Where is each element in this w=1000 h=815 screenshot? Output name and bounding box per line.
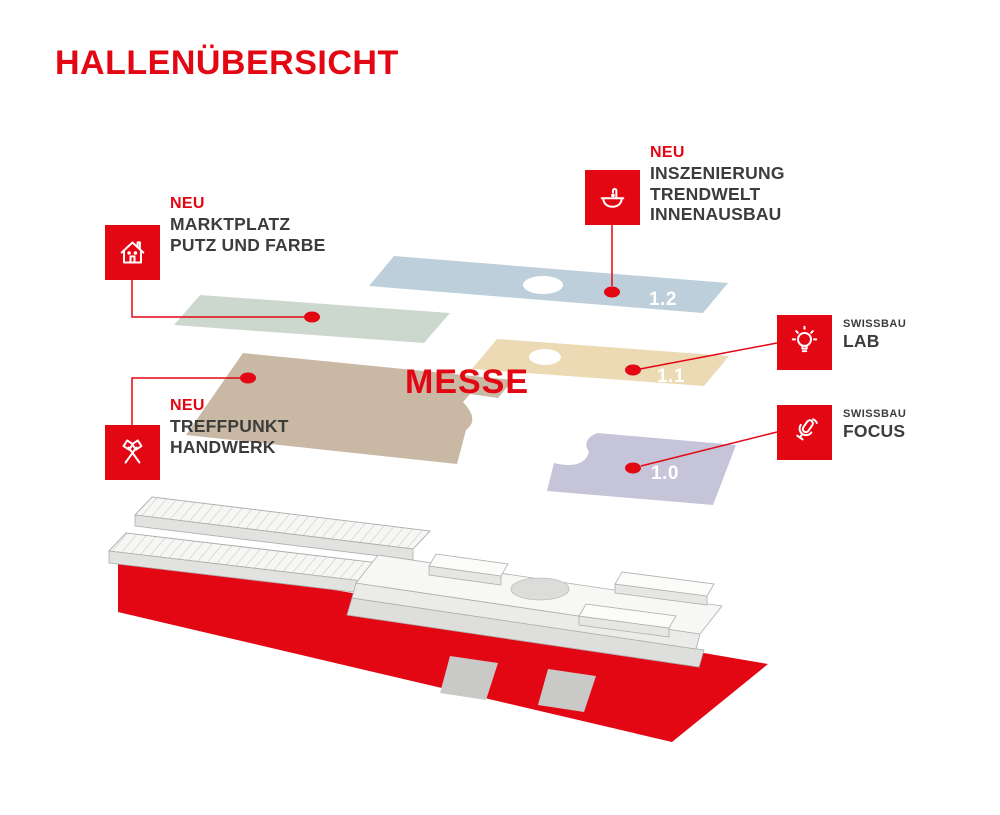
floor-label-1-0: 1.0 [651, 463, 679, 484]
callout-tag: SWISSBAU [843, 408, 907, 420]
house-facade-icon [120, 241, 145, 264]
building-leg-1 [440, 656, 498, 700]
callout-line: FOCUS [843, 421, 906, 441]
focus-icon-box [777, 405, 832, 460]
microphone-icon [796, 418, 818, 441]
callout-line: INSZENIERUNG [650, 163, 785, 183]
crossed-hammers-icon [122, 439, 143, 464]
connector-treffpunkt [131, 377, 240, 425]
building-roofbox-2-top [614, 571, 715, 597]
callout-lab: SWISSBAU LAB [843, 317, 906, 352]
building-courtyard-hole [510, 577, 570, 601]
callout-line: LAB [843, 331, 880, 351]
page-title: HALLENÜBERSICHT [55, 44, 399, 82]
treffpunkt-icon-box [105, 425, 160, 480]
floor-label-1-1: 1.1 [657, 366, 685, 387]
building-roofbox-1-top [428, 553, 509, 577]
location-dot-marktplatz [304, 311, 320, 323]
messe-label: MESSE [405, 363, 530, 401]
connector-lab [639, 342, 778, 370]
lightbulb-icon [791, 325, 818, 353]
marktplatz-icon-box [105, 225, 160, 280]
floor-1-2-courtyard-hole [523, 276, 563, 294]
callout-tag: SWISSBAU [843, 318, 907, 330]
callout-tag: NEU [170, 195, 205, 212]
callout-inszenierung: NEU INSZENIERUNG TRENDWELT INNENAUSBAU [650, 143, 785, 225]
callout-line: TRENDWELT [650, 183, 761, 204]
callout-treffpunkt: NEU TREFFPUNKT HANDWERK [170, 396, 289, 457]
location-dot-inszenierung [604, 286, 620, 298]
connector-focus [640, 431, 778, 467]
callout-line: TREFFPUNKT [170, 416, 289, 436]
lab-icon-box [777, 315, 832, 370]
floor-1-1-courtyard-hole [529, 349, 561, 365]
connector-marktplatz [131, 280, 304, 318]
callout-line: MARKTPLATZ [170, 214, 291, 234]
inszenierung-icon-box [585, 170, 640, 225]
callout-marktplatz: NEU MARKTPLATZ PUTZ UND FARBE [170, 194, 325, 255]
callout-line: HANDWERK [170, 436, 276, 457]
building-leg-2 [538, 669, 596, 712]
callout-tag: NEU [170, 397, 205, 414]
location-dot-focus [625, 462, 641, 474]
washbasin-icon [600, 187, 625, 208]
callout-line: INNENAUSBAU [650, 204, 782, 224]
location-dot-lab [625, 364, 641, 376]
building-roofbox-3-top [578, 603, 677, 629]
messe-building-group [108, 496, 768, 742]
location-dot-treffpunkt [240, 372, 256, 384]
floor-label-1-2: 1.2 [649, 289, 677, 310]
callout-line: PUTZ UND FARBE [170, 234, 326, 255]
callout-tag: NEU [650, 144, 685, 161]
red-base-platform [118, 553, 768, 742]
floor-plate-1-0 [547, 433, 736, 505]
floor-plate-treffpunkt [186, 353, 513, 464]
callout-focus: SWISSBAU FOCUS [843, 407, 906, 442]
